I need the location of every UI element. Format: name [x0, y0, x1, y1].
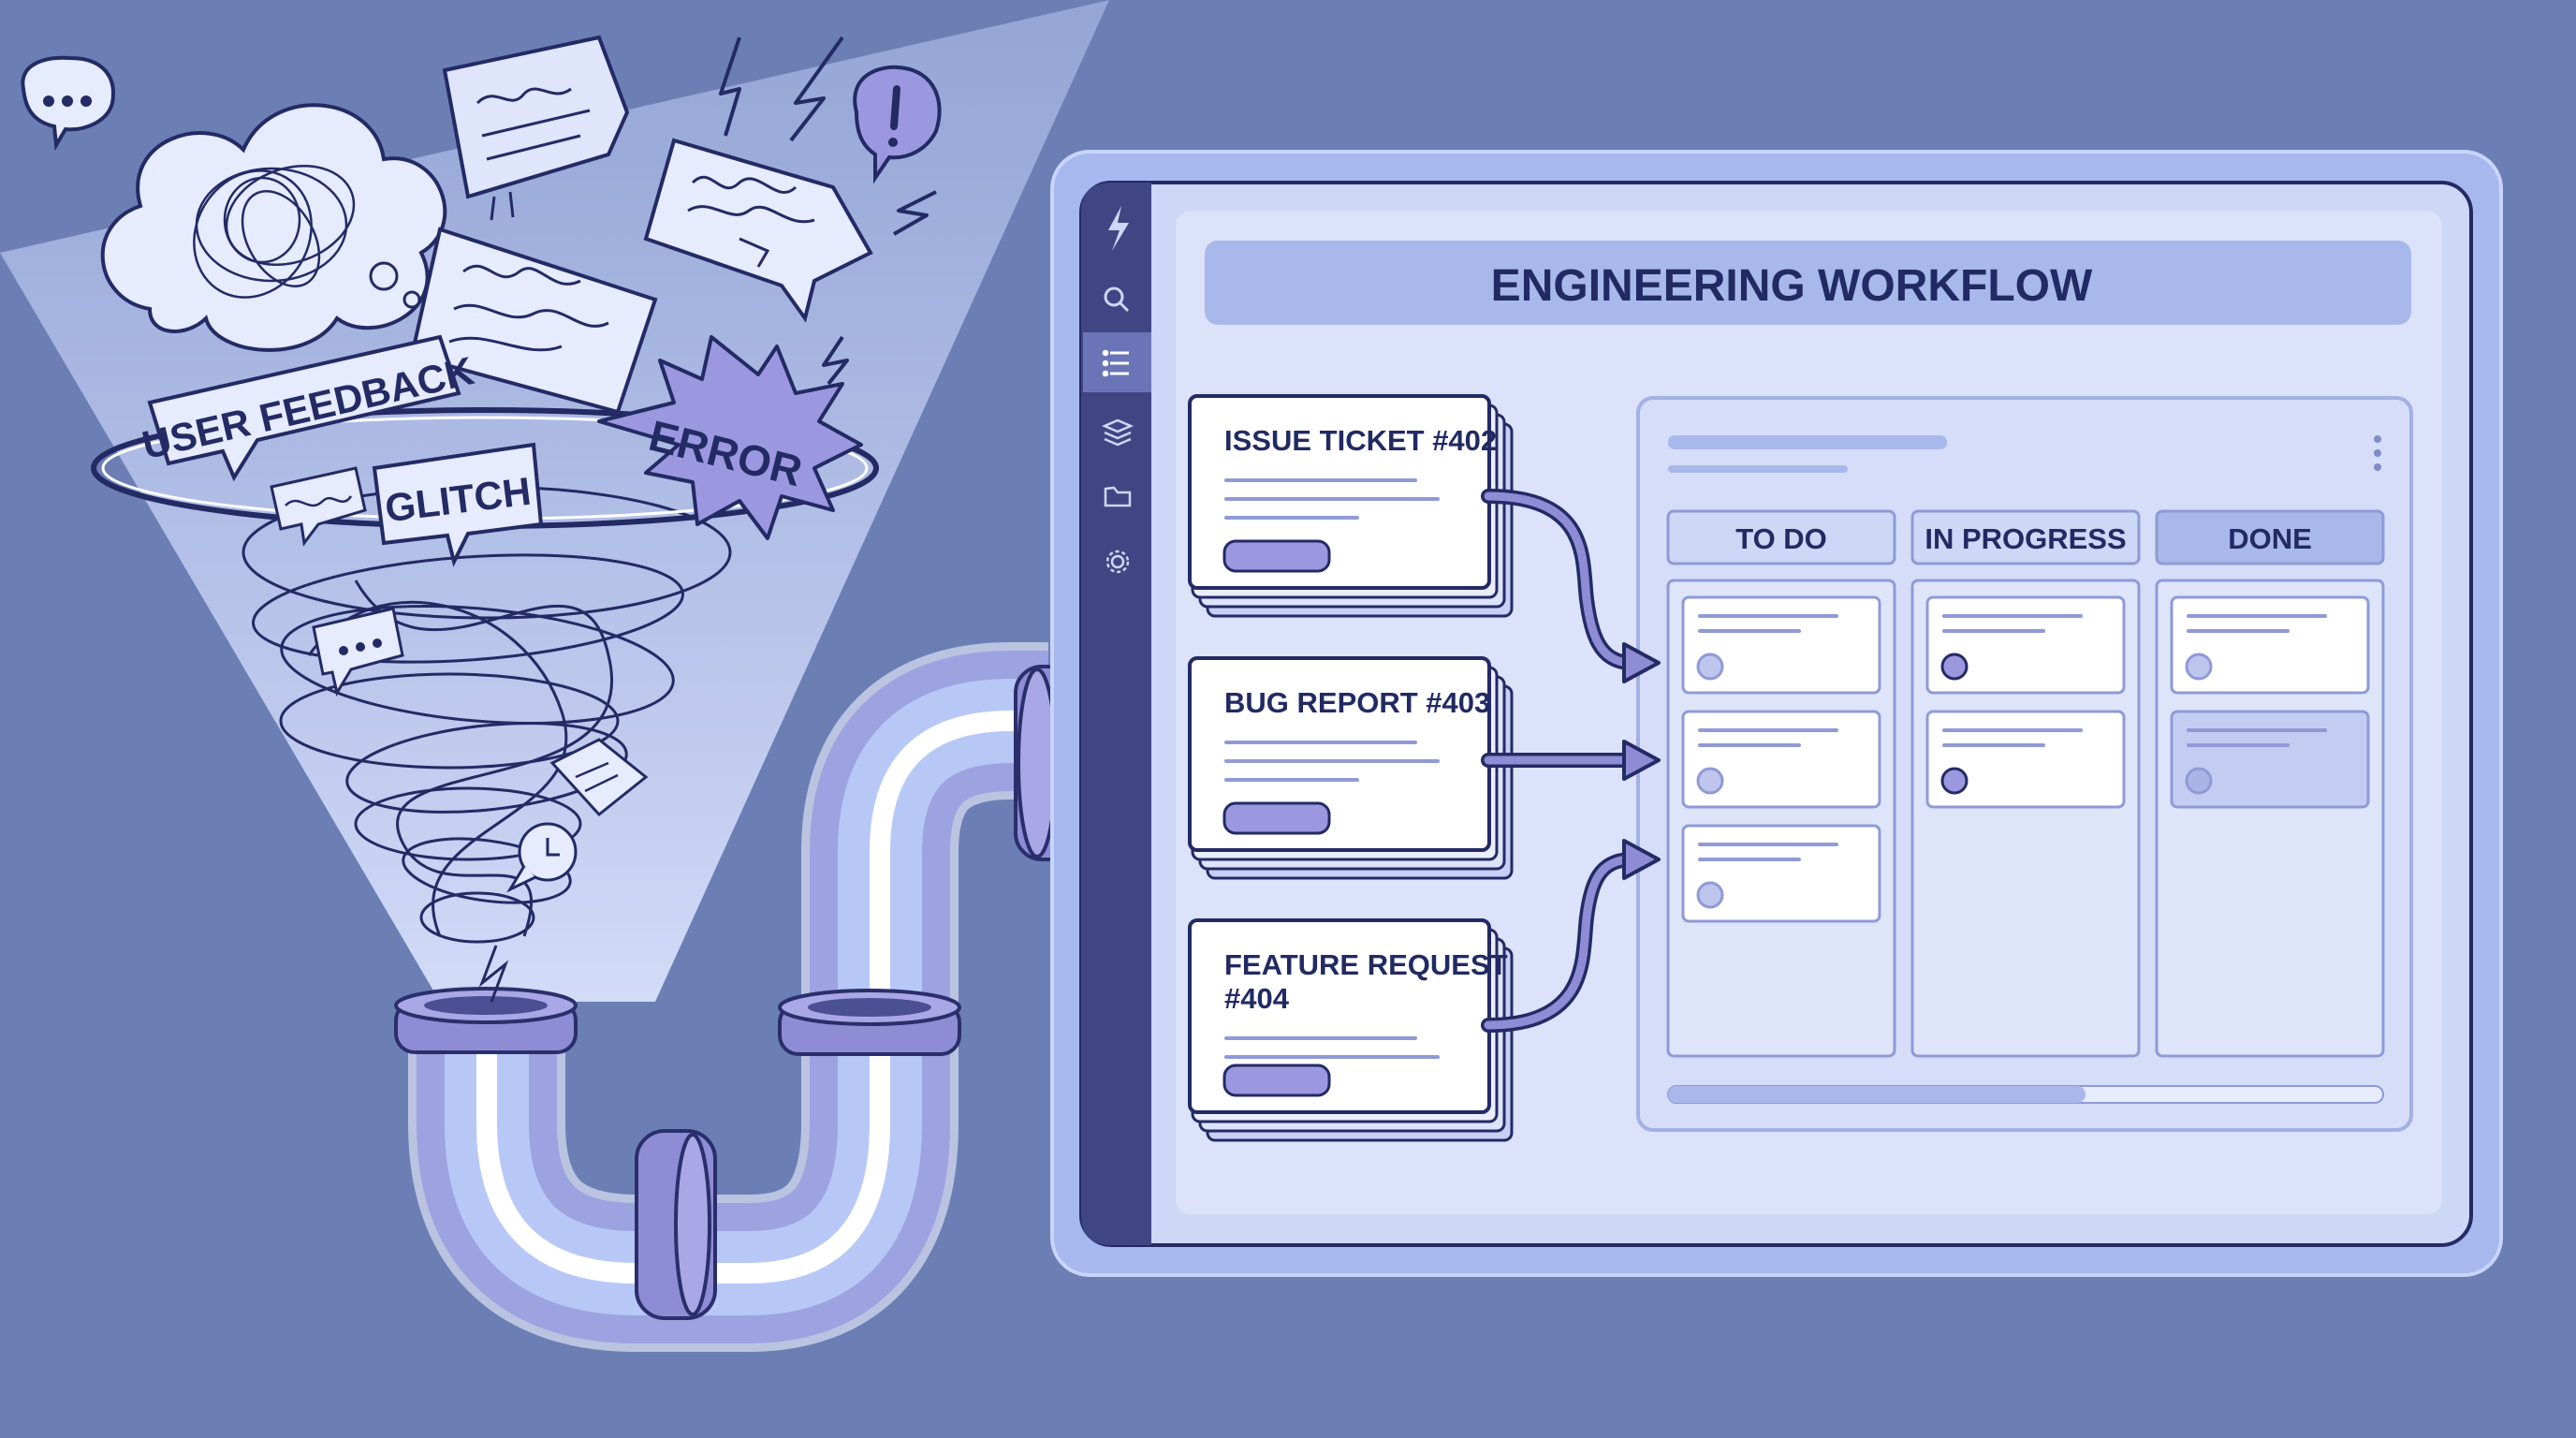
ticket-tag: [1222, 801, 1331, 835]
more-vertical-icon[interactable]: [2374, 435, 2381, 471]
column-header[interactable]: TO DO: [1666, 509, 1896, 565]
arrow-heads: [1622, 642, 1661, 880]
column-label: IN PROGRESS: [1925, 522, 2126, 555]
card-avatar: [1940, 653, 1969, 681]
card-avatar: [1696, 767, 1724, 795]
flow-arrows-fill: [1484, 492, 1633, 1030]
error-burst: ERROR: [597, 335, 863, 540]
ticket-card[interactable]: ISSUE TICKET #402: [1188, 394, 1514, 618]
ticket-line: [1224, 497, 1440, 501]
column-header[interactable]: DONE: [2155, 509, 2385, 565]
note-icon: [442, 35, 630, 221]
gear-icon[interactable]: [1105, 550, 1130, 574]
card-avatar: [2185, 767, 2213, 795]
page-title: ENGINEERING WORKFLOW: [1491, 261, 2093, 311]
note-icon: [409, 227, 658, 415]
ticket-line: [1224, 778, 1359, 782]
speech-bubble-icon: [21, 55, 115, 152]
board-card[interactable]: [1925, 710, 2126, 809]
column-body: [1910, 579, 2141, 1058]
board-card[interactable]: [1681, 595, 1881, 695]
note-icon: [549, 738, 649, 817]
lightning-icon: [719, 36, 937, 386]
ticket-line: [1224, 759, 1440, 763]
ticket-title: ISSUE TICKET #402: [1224, 424, 1497, 457]
speech-bubble-icon: [506, 822, 578, 893]
column-body: [2155, 579, 2385, 1058]
board-card[interactable]: [2170, 595, 2370, 695]
ticket-title: BUG REPORT #403: [1224, 686, 1490, 719]
lightning-icon[interactable]: [1108, 206, 1129, 251]
board-title-placeholder: [1668, 435, 1947, 449]
board-card[interactable]: [1681, 710, 1881, 809]
exclamation-bubble-icon: [853, 65, 942, 184]
tangled-scribble: [242, 485, 732, 1003]
list-icon[interactable]: [1102, 349, 1129, 377]
column-label: TO DO: [1735, 522, 1827, 555]
header-bar: [1205, 241, 2411, 325]
ticket-tag: [1222, 539, 1331, 573]
board-card[interactable]: [2170, 710, 2370, 809]
pipe-icon: [394, 642, 1083, 1352]
glitch-tag: GLITCH: [372, 442, 544, 567]
layers-icon[interactable]: [1101, 418, 1134, 447]
ticket-title: FEATURE REQUEST#404: [1224, 948, 1508, 1015]
board-card[interactable]: [1925, 595, 2126, 695]
card-avatar: [1940, 767, 1969, 795]
ticket-line: [1224, 741, 1417, 744]
folder-icon[interactable]: [1104, 486, 1132, 507]
column-body: [1666, 579, 1896, 1058]
ticket-card[interactable]: FEATURE REQUEST#404: [1188, 918, 1514, 1142]
board-card[interactable]: [1681, 824, 1881, 923]
speech-bubble-icon: [312, 607, 404, 697]
speech-bubble-icon: [270, 466, 367, 547]
ticket-line: [1224, 478, 1417, 482]
card-avatar: [1696, 653, 1724, 681]
search-icon[interactable]: [1104, 286, 1130, 313]
ticket-line: [1224, 1036, 1417, 1040]
note-icon: [643, 138, 873, 323]
kanban-board: TO DO IN PROGRESS DONE: [1666, 509, 2385, 1058]
scribble-cloud-icon: [100, 103, 447, 352]
card-avatar: [1696, 881, 1724, 909]
column-label: DONE: [2228, 522, 2312, 555]
ticket-tag: [1222, 1064, 1331, 1097]
ticket-line: [1224, 1055, 1440, 1059]
column-header[interactable]: IN PROGRESS: [1910, 509, 2141, 565]
ticket-card[interactable]: BUG REPORT #403: [1188, 656, 1514, 880]
ticket-line: [1224, 516, 1359, 520]
card-avatar: [2185, 653, 2213, 681]
board-scrollbar-thumb[interactable]: [1668, 1086, 2086, 1103]
board-subtitle-placeholder: [1668, 465, 1848, 473]
